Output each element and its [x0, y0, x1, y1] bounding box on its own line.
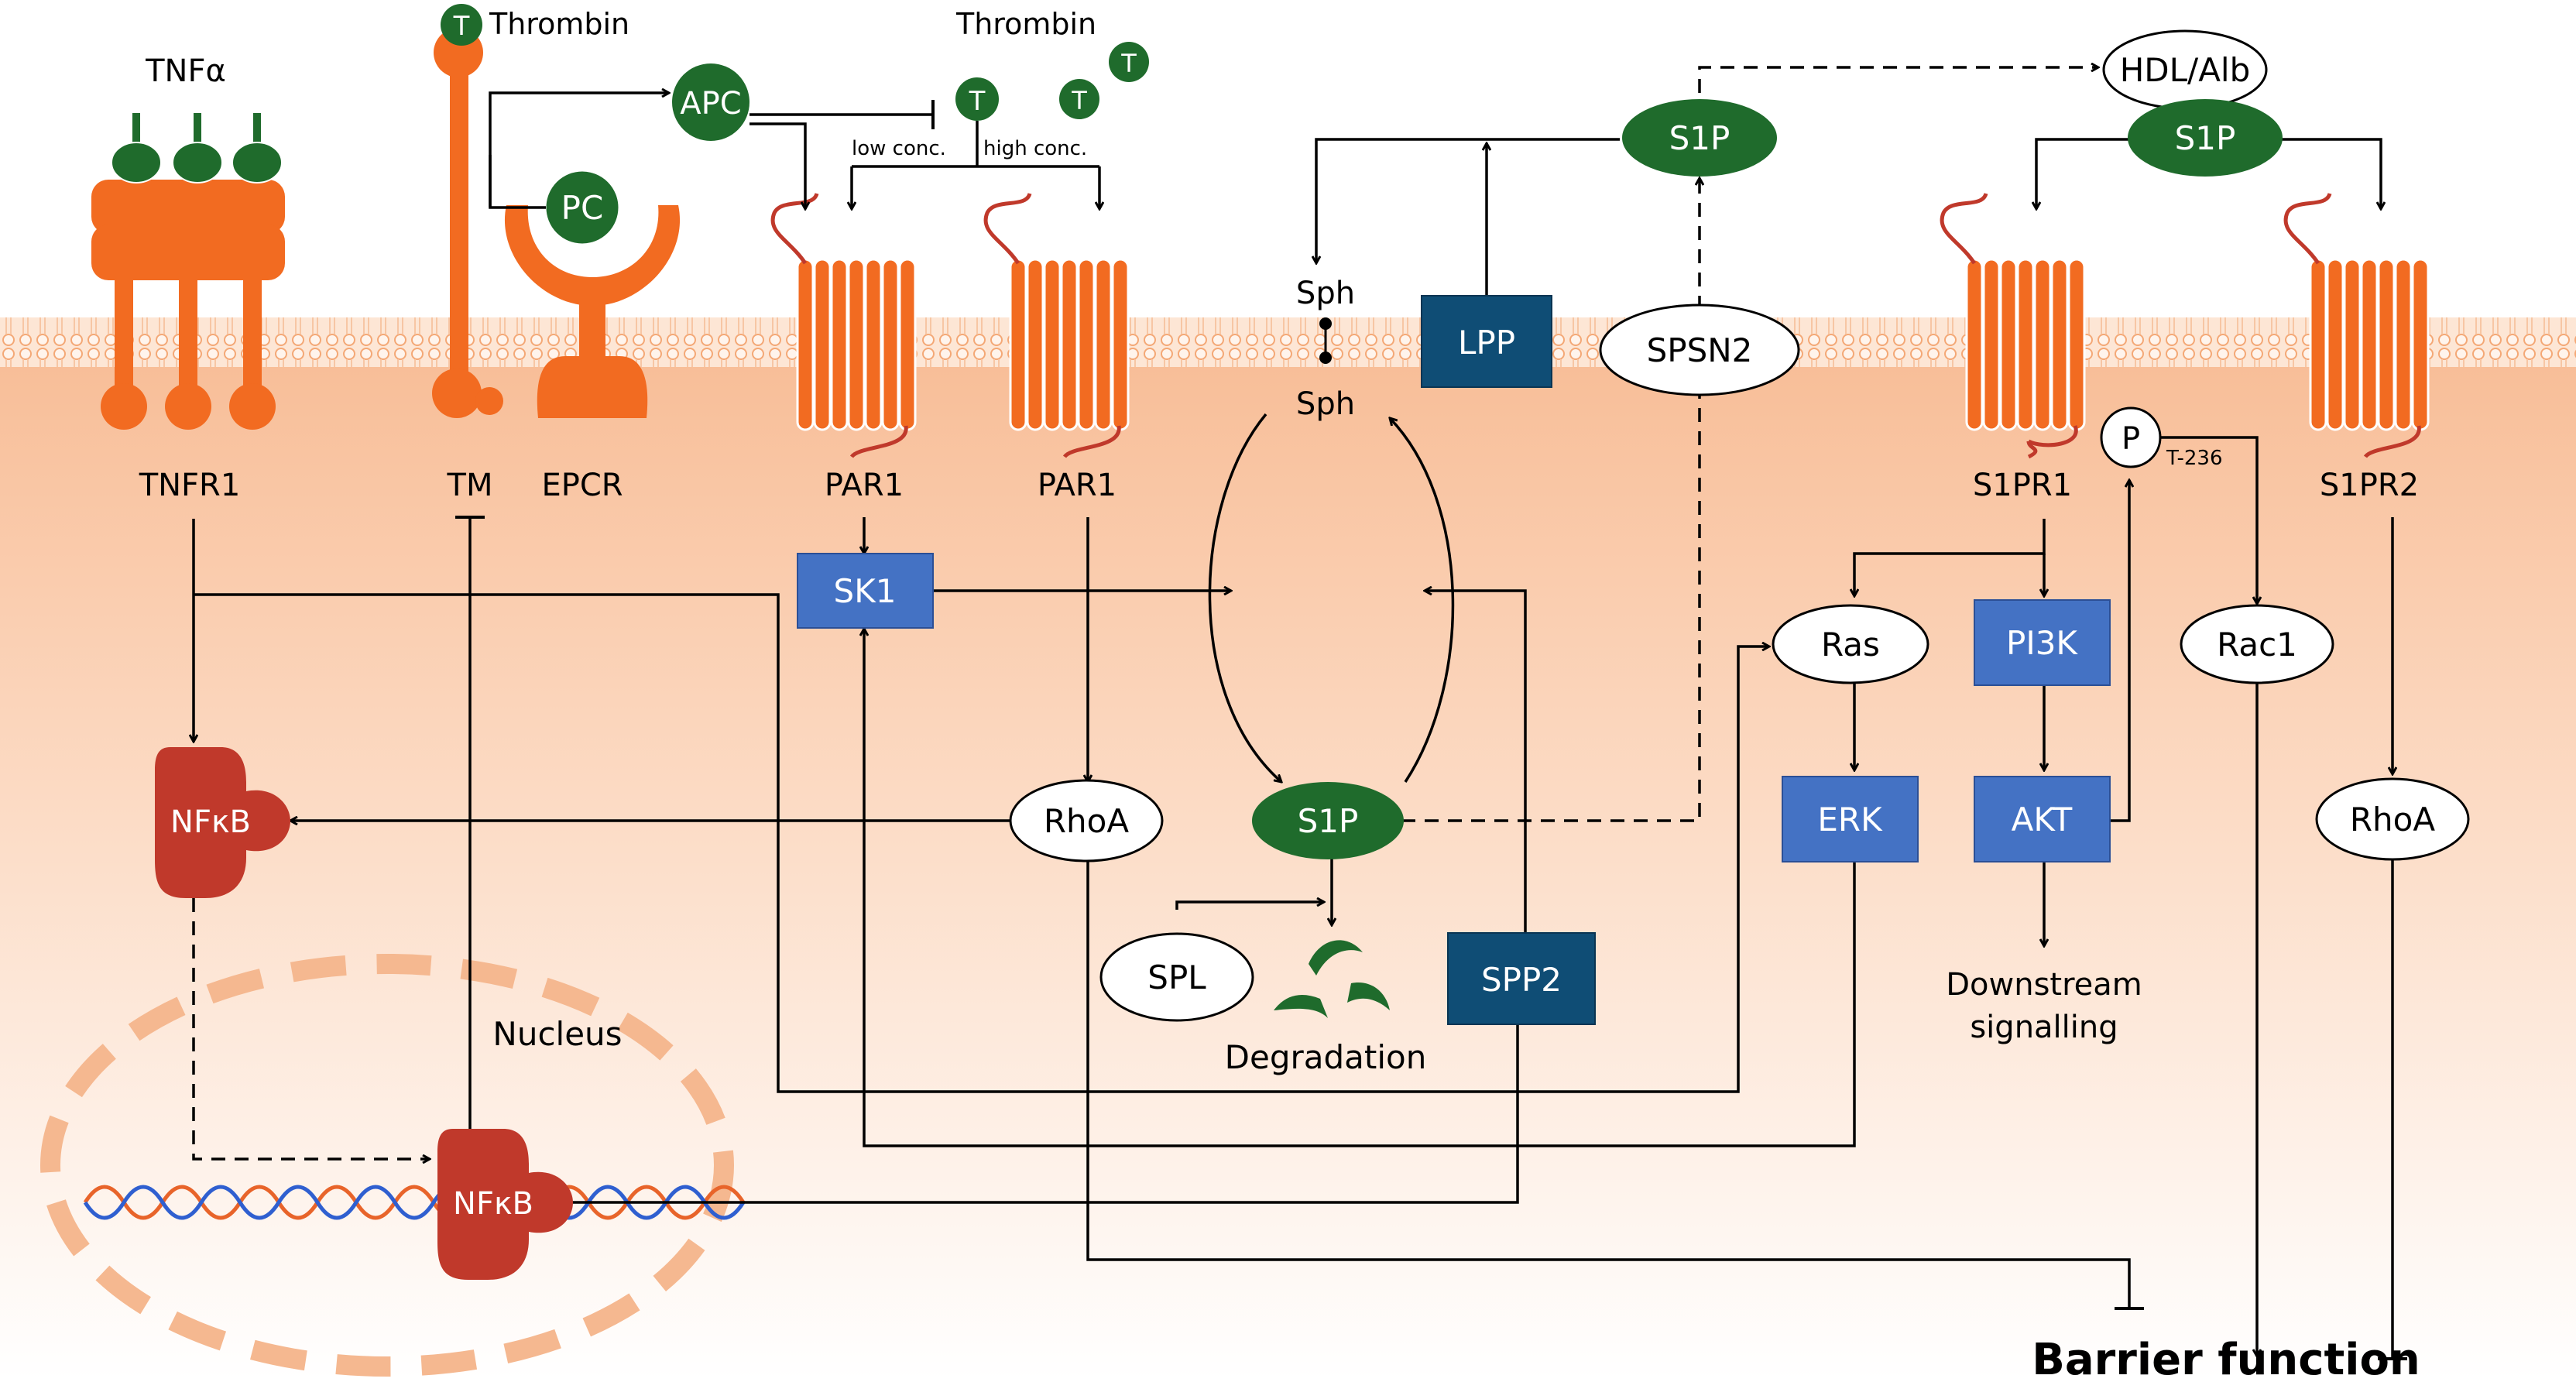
s1p-top-node: S1P — [1622, 99, 1777, 177]
high-conc-label: high conc. — [983, 137, 1087, 160]
ras-node: Ras — [1772, 604, 1929, 684]
s1pr2-tail — [2283, 192, 2332, 265]
sph-dumbbell-icon — [1319, 317, 1332, 364]
tnfa-ligand-icon — [111, 111, 283, 183]
spsn2-node: SPSN2 — [1599, 303, 1800, 396]
nfkb-nucleus-node: NFκB — [437, 1129, 573, 1280]
erk-node: ERK — [1782, 776, 1919, 862]
svg-text:PC: PC — [561, 189, 604, 227]
apc-node: APC — [672, 63, 749, 141]
t236-label: T-236 — [2166, 447, 2223, 470]
s1p-hdl-node: S1P — [2128, 99, 2283, 177]
svg-text:Rac1: Rac1 — [2217, 626, 2297, 664]
par1-a-ctail — [849, 425, 908, 458]
barrier-function-label: Barrier function — [2032, 1335, 2420, 1379]
svg-text:NFκB: NFκB — [453, 1186, 533, 1222]
spl-node: SPL — [1099, 932, 1254, 1022]
spp2-node: SPP2 — [1447, 932, 1596, 1025]
par1-receptor-b — [1009, 258, 1130, 431]
svg-text:SK1: SK1 — [834, 572, 897, 610]
par1-b-tail — [983, 192, 1032, 265]
s1pr1-tail — [1940, 192, 1988, 265]
svg-text:Ras: Ras — [1821, 626, 1880, 664]
s1pr1-label: S1PR1 — [1973, 468, 2072, 503]
svg-text:AKT: AKT — [2012, 801, 2073, 838]
svg-text:T: T — [1120, 49, 1137, 78]
svg-text:S1P: S1P — [2175, 119, 2236, 157]
low-conc-label: low conc. — [852, 137, 946, 160]
par1-receptor-a — [796, 258, 917, 431]
thrombin-bound-icon: T — [441, 4, 482, 46]
s1p-mid-node: S1P — [1252, 782, 1404, 859]
lpp-node: LPP — [1421, 295, 1552, 388]
sph-bottom-label: Sph — [1296, 386, 1355, 422]
s1pr2-label: S1PR2 — [2320, 468, 2419, 503]
plasma-membrane — [0, 317, 2576, 367]
downstream-label-2: signalling — [1970, 1010, 2118, 1045]
rhoa-left-node: RhoA — [1009, 779, 1164, 862]
pc-ligand-icon: PC — [544, 169, 621, 246]
s1pr2-ctail — [2363, 425, 2421, 458]
thrombin-label-left: Thrombin — [489, 7, 629, 41]
nucleus-envelope — [40, 954, 734, 1377]
s1pr1-ctail-2 — [2026, 441, 2038, 459]
tm-label: TM — [447, 468, 493, 503]
s1pr2-receptor — [2309, 258, 2430, 431]
svg-text:NFκB: NFκB — [170, 804, 251, 840]
nucleus-label: Nucleus — [492, 1015, 622, 1053]
degradation-label: Degradation — [1225, 1038, 1427, 1076]
hdl-alb-node: HDL/Alb — [2102, 29, 2268, 110]
rac1-node: Rac1 — [2180, 604, 2334, 684]
s1pr1-receptor — [1965, 258, 2086, 431]
thrombin-node-center: T — [955, 77, 999, 121]
svg-text:RhoA: RhoA — [1044, 802, 1129, 840]
svg-text:S1P: S1P — [1669, 119, 1730, 157]
tnfr1-receptor — [91, 180, 285, 430]
s1pr1-ctail — [2027, 425, 2078, 448]
epcr-receptor — [504, 205, 681, 418]
sph-top-label: Sph — [1296, 276, 1355, 311]
tnfa-label: TNFα — [145, 53, 226, 89]
downstream-label-1: Downstream — [1946, 967, 2142, 1003]
degradation-icon — [1274, 940, 1390, 1018]
sk1-node: SK1 — [797, 553, 934, 629]
svg-text:SPSN2: SPSN2 — [1647, 331, 1753, 369]
svg-text:RhoA: RhoA — [2350, 801, 2435, 838]
svg-text:APC: APC — [680, 86, 741, 122]
svg-text:HDL/Alb: HDL/Alb — [2120, 51, 2251, 89]
tnfr1-label: TNFR1 — [139, 468, 241, 503]
svg-text:SPL: SPL — [1147, 958, 1206, 996]
svg-text:T: T — [453, 11, 470, 42]
par1-b-label: PAR1 — [1038, 468, 1116, 503]
connections — [194, 67, 2407, 1360]
thrombin-label-right: Thrombin — [955, 7, 1096, 41]
par1-a-tail — [770, 192, 819, 265]
thrombin-high-icons: T T — [1059, 42, 1149, 119]
rhoa-right-node: RhoA — [2315, 777, 2470, 861]
svg-text:T: T — [969, 86, 986, 117]
svg-text:T: T — [1071, 86, 1087, 115]
epcr-label: EPCR — [541, 468, 623, 503]
svg-text:S1P: S1P — [1298, 802, 1359, 840]
par1-b-ctail — [1062, 425, 1121, 458]
dna-helix — [83, 1185, 746, 1220]
akt-node: AKT — [1974, 776, 2111, 862]
nfkb-cytoplasm-node: NFκB — [155, 747, 290, 898]
par1-a-label: PAR1 — [825, 468, 904, 503]
svg-text:ERK: ERK — [1817, 801, 1883, 838]
pi3k-node: PI3K — [1974, 599, 2111, 686]
phospho-node: P — [2100, 406, 2162, 468]
svg-text:SPP2: SPP2 — [1481, 961, 1562, 999]
svg-text:P: P — [2122, 421, 2140, 457]
svg-text:LPP: LPP — [1458, 324, 1515, 362]
svg-text:PI3K: PI3K — [2006, 624, 2078, 662]
cytoplasm-background — [0, 364, 2576, 1379]
